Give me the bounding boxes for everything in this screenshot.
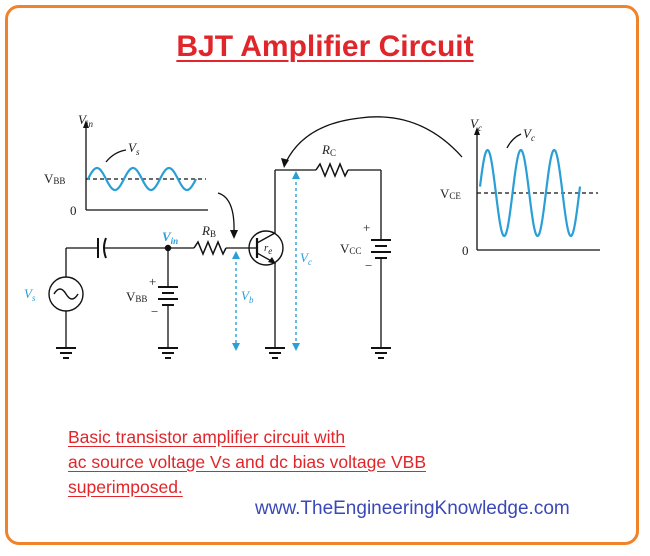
resistor-rb [193,240,227,256]
battery-vcc [371,239,391,348]
bjt-transistor [248,170,284,348]
vs-pointer [105,149,127,163]
input-graph [83,120,208,211]
caption-line-2: ac source voltage Vs and dc bias voltage… [68,452,426,472]
base-arrow [217,192,235,233]
vcc-plus: + [363,220,370,235]
collector-feedback-arrow [285,116,463,163]
vbb-minus: − [151,304,158,319]
vs-graph-label: Vs [128,140,140,157]
vc-graph-label: Vc [523,126,535,143]
input-signal-wave [87,166,197,192]
source-label: Vs [24,286,36,303]
ground-vcc [371,347,391,359]
output-axis-label: Vc [470,116,482,133]
caption-line-3: superimposed. [68,477,183,497]
ground-source [56,347,76,359]
ac-source [48,248,84,348]
coupling-capacitor [97,237,107,259]
website-link[interactable]: www.TheEngineeringKnowledge.com [255,498,570,519]
rb-label: RB [201,223,216,239]
ground-vbb [158,347,178,359]
output-zero-label: 0 [462,243,469,258]
input-zero-label: 0 [70,203,77,218]
ground-emitter [265,347,285,359]
outer-frame [5,5,639,545]
vc-pointer [506,133,522,149]
input-axis-label: Vin [78,112,93,129]
page-title: BJT Amplifier Circuit [176,30,474,63]
vcc-minus: − [365,258,372,273]
vc-circuit-label: Vc [300,250,312,267]
vin-label: Vin [162,229,178,246]
caption-line-1: Basic transistor amplifier circuit with [68,427,346,447]
vbb-circuit-label: VBB [126,289,147,304]
re-label: re [264,242,272,256]
output-signal-wave [478,148,582,238]
vb-label: Vb [241,288,254,305]
vce-graph-label: VCE [440,186,461,201]
voltage-indicators [235,176,297,346]
vbb-graph-label: VBB [44,171,65,186]
rc-label: RC [321,142,336,158]
output-graph [474,127,600,251]
vcc-circuit-label: VCC [340,241,361,256]
vbb-plus: + [149,274,156,289]
battery-vbb [158,248,178,348]
figure-caption: Basic transistor amplifier circuit with … [68,425,426,500]
resistor-rc [315,162,349,178]
